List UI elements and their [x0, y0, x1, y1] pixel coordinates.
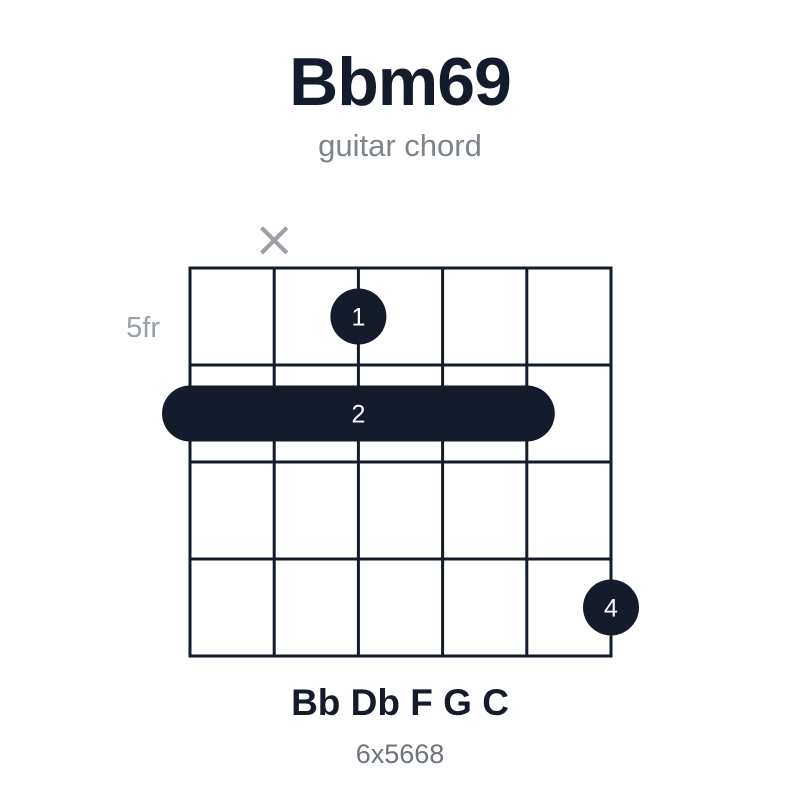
chord-notes: Bb Db F G C [291, 682, 509, 723]
chord-fingering: 6x5668 [355, 739, 445, 769]
finger-dot-circle [583, 579, 639, 636]
barre-finger-label: 2 [351, 401, 365, 429]
muted-string-icon: × [253, 210, 295, 268]
finger-dot: 1 [330, 288, 387, 345]
barre-layer: 2 [162, 385, 555, 442]
finger-dots-layer: 14 [330, 288, 639, 636]
fretboard-grid [188, 266, 613, 658]
barre: 2 [162, 385, 555, 442]
base-fret-label: 5fr [126, 312, 160, 344]
muted-strings: × [253, 210, 295, 268]
barre-bar [162, 385, 555, 442]
finger-number: 1 [351, 304, 365, 332]
chord-subtitle: guitar chord [318, 128, 482, 163]
chord-title: Bbm69 [289, 44, 512, 120]
finger-number: 4 [604, 595, 618, 623]
finger-dot: 4 [583, 579, 639, 636]
finger-dot-circle [330, 288, 387, 345]
